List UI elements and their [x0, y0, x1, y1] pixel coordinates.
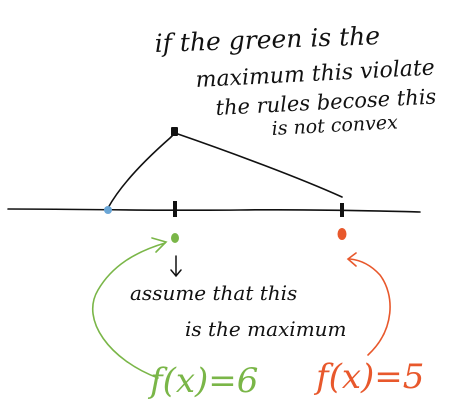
assume-note-line-1: assume that this	[130, 281, 297, 305]
green-function-value: f(x)=6	[147, 361, 258, 401]
number-line	[7, 208, 421, 213]
red-function-value: f(x)=5	[313, 357, 424, 397]
red-point	[337, 228, 347, 240]
down-arrow	[170, 255, 182, 278]
top-note-line-1: if the green is the	[154, 21, 380, 58]
top-note: if the green is the maximum this violate…	[154, 21, 437, 140]
non-convex-curve	[107, 132, 343, 209]
assume-note-line-2: is the maximum	[185, 317, 347, 341]
green-arrow	[92, 237, 168, 379]
blue-point	[104, 206, 112, 214]
curve-peak-marker	[171, 127, 178, 136]
red-arrow	[346, 252, 391, 356]
assume-note: assume that this is the maximum	[130, 281, 347, 341]
tick-right	[340, 203, 344, 217]
green-point	[171, 233, 179, 243]
tick-middle	[173, 201, 177, 217]
